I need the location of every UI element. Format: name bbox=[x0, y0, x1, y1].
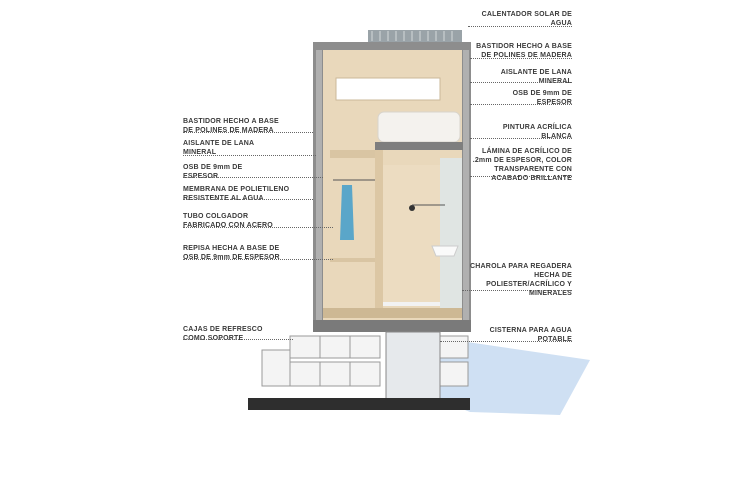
lower-shelf bbox=[330, 258, 375, 262]
shower-tray bbox=[383, 302, 440, 306]
label-insulation-right: AISLANTE DE LANA MINERAL bbox=[500, 69, 572, 85]
leader-line bbox=[462, 290, 572, 291]
loft-mattress bbox=[377, 111, 461, 143]
wall-insulation-right bbox=[463, 50, 469, 320]
label-shelf: REPISA HECHA A BASE DE OSB DE 9mm DE ESP… bbox=[183, 245, 280, 261]
solar-heater bbox=[368, 30, 462, 42]
label-cistern: CISTERNA PARA AGUA POTABLE bbox=[489, 327, 572, 343]
label-osb-right: OSB DE 9mm DE ESPESOR bbox=[512, 90, 572, 106]
leader-line bbox=[183, 155, 316, 156]
leader-line bbox=[183, 132, 313, 133]
leader-line bbox=[468, 26, 572, 27]
leader-line bbox=[470, 138, 572, 139]
shelf bbox=[330, 150, 375, 158]
partition-wall bbox=[375, 150, 383, 318]
leader-line bbox=[470, 176, 572, 177]
leader-line bbox=[470, 82, 572, 83]
label-insulation-left: AISLANTE DE LANA MINERAL bbox=[183, 140, 255, 156]
leader-line bbox=[183, 199, 313, 200]
acrylic-panel bbox=[440, 158, 462, 308]
leader-line bbox=[470, 58, 572, 59]
floor bbox=[323, 308, 462, 318]
leader-line bbox=[183, 339, 293, 340]
label-paint: PINTURA ACRÍLICA BLANCA bbox=[502, 124, 572, 140]
wall-insulation-left bbox=[316, 50, 322, 320]
loft-floor bbox=[375, 142, 463, 150]
skylight bbox=[335, 77, 441, 101]
sink bbox=[431, 245, 459, 257]
leader-line bbox=[183, 177, 323, 178]
leader-line bbox=[183, 259, 333, 260]
leader-line bbox=[183, 227, 333, 228]
shower-area bbox=[383, 165, 440, 305]
label-frame-left: BASTIDOR HECHO A BASE DE POLINES DE MADE… bbox=[183, 118, 279, 134]
leader-line bbox=[440, 341, 572, 342]
label-frame-right: BASTIDOR HECHO A BASE DE POLINES DE MADE… bbox=[476, 43, 572, 59]
ground-shadow bbox=[440, 338, 590, 415]
label-solar-heater: CALENTADOR SOLAR DE AGUA bbox=[481, 11, 572, 27]
base-slab bbox=[248, 398, 470, 410]
towel bbox=[340, 185, 354, 240]
water-cistern bbox=[385, 331, 441, 401]
label-hanging-rod: TUBO COLGADOR FABRICADO CON ACERO bbox=[183, 213, 273, 229]
label-membrane: MEMBRANA DE POLIETILENO RESISTENTE AL AG… bbox=[183, 186, 290, 202]
floor-frame bbox=[313, 320, 471, 332]
label-osb-left: OSB DE 9mm DE ESPESOR bbox=[183, 164, 243, 180]
shower-head bbox=[409, 205, 415, 211]
label-shower-tray: CHAROLA PARA REGADERA HECHA DE POLIESTER… bbox=[470, 263, 572, 297]
label-acrylic-sheet: LÁMINA DE ACRÍLICO DE .2mm DE ESPESOR, C… bbox=[472, 148, 572, 182]
label-crates: CAJAS DE REFRESCO COMO SOPORTE bbox=[183, 326, 263, 342]
solar-heater-tubes bbox=[371, 31, 453, 41]
leader-line bbox=[470, 104, 572, 105]
